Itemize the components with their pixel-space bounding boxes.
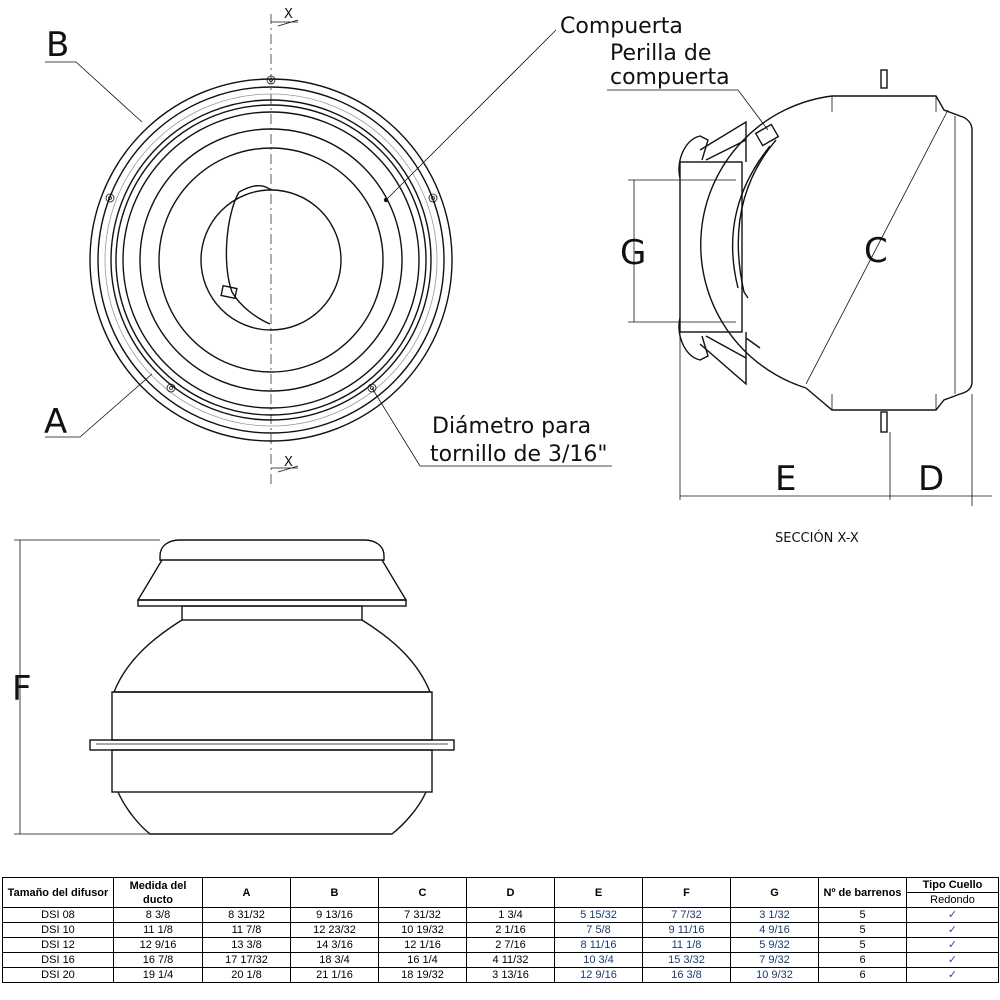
cell-b: 12 23/32 (290, 922, 379, 938)
cell-g: 3 1/32 (730, 907, 819, 923)
cell-size: DSI 10 (2, 922, 114, 938)
table-row: DSI 12 12 9/16 13 3/8 14 3/16 12 1/16 2 … (2, 937, 999, 953)
cell-d: 4 11/32 (466, 952, 555, 968)
cell-e: 10 3/4 (554, 952, 643, 968)
front-view: X X B A Compuerta Diámetro para tornillo… (44, 7, 683, 484)
cell-d: 3 13/16 (466, 967, 555, 983)
cell-size: DSI 08 (2, 907, 114, 923)
dim-label-b: B (46, 25, 69, 65)
dim-label-a: A (44, 402, 67, 442)
header-tipo-cuello: Tipo Cuello (906, 877, 999, 893)
technical-drawing: X X B A Compuerta Diámetro para tornillo… (12, 7, 992, 835)
cell-b: 21 1/16 (290, 967, 379, 983)
label-diametro-line1: Diámetro para (432, 414, 591, 439)
bolt-holes (105, 75, 438, 393)
cell-d: 2 7/16 (466, 937, 555, 953)
check-icon: ✓ (906, 952, 999, 968)
cell-barrenos: 6 (818, 967, 907, 983)
cell-g: 5 9/32 (730, 937, 819, 953)
header-f: F (642, 877, 731, 908)
cell-barrenos: 5 (818, 922, 907, 938)
header-a: A (202, 877, 291, 908)
cell-c: 10 19/32 (378, 922, 467, 938)
table-row: DSI 08 8 3/8 8 31/32 9 13/16 7 31/32 1 3… (2, 907, 999, 923)
dim-label-d: D (918, 459, 944, 499)
cell-b: 9 13/16 (290, 907, 379, 923)
cell-duct: 16 7/8 (113, 952, 203, 968)
cell-c: 7 31/32 (378, 907, 467, 923)
header-tamano: Tamaño del difusor (2, 877, 114, 908)
section-title: SECCIÓN X-X (775, 530, 859, 546)
cell-e: 7 5/8 (554, 922, 643, 938)
cell-duct: 8 3/8 (113, 907, 203, 923)
cell-barrenos: 6 (818, 952, 907, 968)
cell-d: 2 1/16 (466, 922, 555, 938)
header-b: B (290, 877, 379, 908)
label-perilla-line1: Perilla de (610, 41, 711, 66)
header-c: C (378, 877, 467, 908)
section-mark-bottom: X (284, 455, 293, 470)
cell-c: 16 1/4 (378, 952, 467, 968)
label-diametro-line2: tornillo de 3/16" (430, 442, 608, 467)
cell-a: 13 3/8 (202, 937, 291, 953)
cell-b: 14 3/16 (290, 937, 379, 953)
label-perilla-line2: compuerta (610, 65, 730, 90)
section-view: Perilla de compuerta C G E D SECCIÓN X-X (607, 41, 992, 546)
header-e: E (554, 877, 643, 908)
cell-g: 4 9/16 (730, 922, 819, 938)
cell-f: 7 7/32 (642, 907, 731, 923)
cell-a: 11 7/8 (202, 922, 291, 938)
dimensions-table: Tamaño del difusor Medida del ducto A B … (2, 877, 999, 983)
cell-g: 7 9/32 (730, 952, 819, 968)
cell-barrenos: 5 (818, 937, 907, 953)
dim-label-c: C (864, 231, 888, 271)
table-row: DSI 10 11 1/8 11 7/8 12 23/32 10 19/32 2… (2, 922, 999, 938)
section-mark-top: X (284, 7, 293, 22)
table-header-row: Tamaño del difusor Medida del ducto A B … (2, 877, 999, 908)
cell-e: 5 15/32 (554, 907, 643, 923)
header-medida: Medida del ducto (113, 877, 203, 908)
cell-d: 1 3/4 (466, 907, 555, 923)
label-compuerta: Compuerta (560, 14, 683, 39)
cell-b: 18 3/4 (290, 952, 379, 968)
cell-f: 11 1/8 (642, 937, 731, 953)
subheader-redondo: Redondo (906, 892, 999, 908)
cell-a: 8 31/32 (202, 907, 291, 923)
cell-f: 9 11/16 (642, 922, 731, 938)
cell-f: 15 3/32 (642, 952, 731, 968)
cell-f: 16 3/8 (642, 967, 731, 983)
cell-e: 8 11/16 (554, 937, 643, 953)
header-barrenos: Nº de barrenos (818, 877, 907, 908)
cell-barrenos: 5 (818, 907, 907, 923)
table-row: DSI 16 16 7/8 17 17/32 18 3/4 16 1/4 4 1… (2, 952, 999, 968)
check-icon: ✓ (906, 967, 999, 983)
header-g: G (730, 877, 819, 908)
cell-c: 12 1/16 (378, 937, 467, 953)
cell-a: 20 1/8 (202, 967, 291, 983)
cell-e: 12 9/16 (554, 967, 643, 983)
check-icon: ✓ (906, 922, 999, 938)
side-view: F (12, 539, 455, 835)
dim-label-g: G (620, 233, 646, 273)
cell-duct: 12 9/16 (113, 937, 203, 953)
cell-duct: 19 1/4 (113, 967, 203, 983)
cell-g: 10 9/32 (730, 967, 819, 983)
header-d: D (466, 877, 555, 908)
cell-c: 18 19/32 (378, 967, 467, 983)
cell-size: DSI 20 (2, 967, 114, 983)
check-icon: ✓ (906, 937, 999, 953)
cell-size: DSI 12 (2, 937, 114, 953)
dim-label-e: E (775, 459, 796, 499)
table-row: DSI 20 19 1/4 20 1/8 21 1/16 18 19/32 3 … (2, 967, 999, 983)
dim-label-f: F (12, 669, 32, 709)
cell-a: 17 17/32 (202, 952, 291, 968)
check-icon: ✓ (906, 907, 999, 923)
cell-size: DSI 16 (2, 952, 114, 968)
cell-duct: 11 1/8 (113, 922, 203, 938)
